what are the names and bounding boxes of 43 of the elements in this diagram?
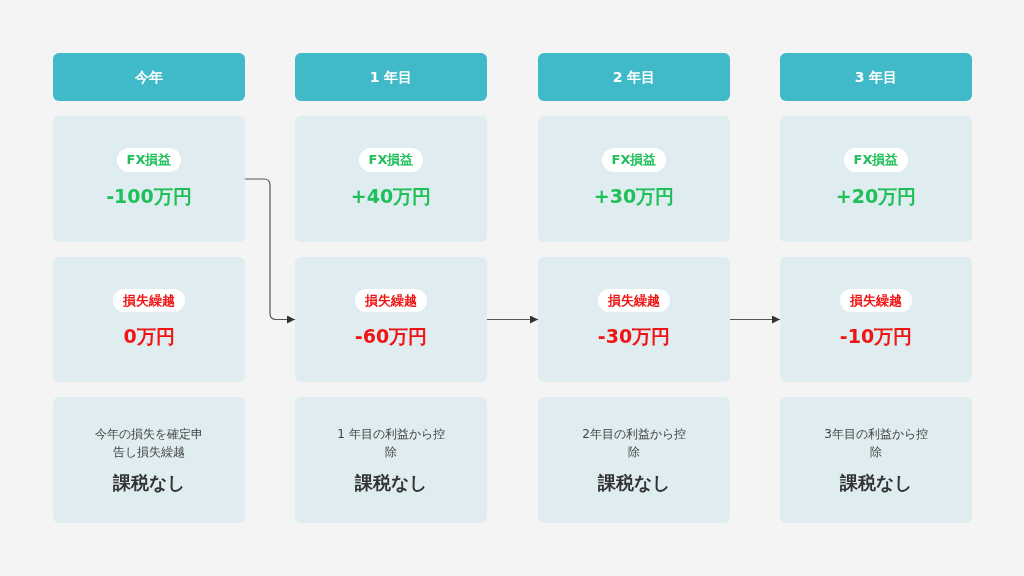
value-card [295,116,487,242]
year-header [295,53,487,101]
note-text: 1 年目の利益から控除 [336,425,446,461]
note-text: 3年目の利益から控除 [823,425,929,461]
tax-result-text: 課税なし [355,470,427,495]
amount-text: +30万円 [593,183,675,209]
category-pill: 損失繰越 [113,288,185,312]
header-text: 今年 [135,67,163,87]
year-header [780,53,972,101]
value-card [780,116,972,242]
amount-text: -100万円 [106,183,192,209]
header-text: 2 年目 [612,67,656,87]
tax-result-text: 課税なし [598,470,670,495]
category-pill: 損失繰越 [355,288,427,312]
category-pill: 損失繰越 [840,288,912,312]
value-card [538,116,730,242]
value-card [295,257,487,382]
tax-result-text: 課税なし [113,470,185,495]
amount-text: +40万円 [350,183,432,209]
note-text: 今年の損失を確定申告し損失繰越 [94,425,204,461]
category-pill: FX損益 [843,148,909,172]
amount-text: -30万円 [597,324,671,349]
year-header [53,53,245,101]
amount-text: +20万円 [835,183,917,209]
category-pill: 損失繰越 [598,288,670,312]
category-pill: FX損益 [601,148,667,172]
note-text: 2年目の利益から控除 [581,425,687,461]
year-header [538,53,730,101]
category-pill: FX損益 [358,148,424,172]
arrow [244,178,296,324]
value-card [538,257,730,382]
tax-result-text: 課税なし [840,470,912,495]
amount-text: 0万円 [123,324,175,349]
amount-text: -60万円 [354,324,428,349]
value-card [53,116,245,242]
category-pill: FX損益 [116,148,182,172]
value-card [780,257,972,382]
value-card [53,257,245,382]
amount-text: -10万円 [839,324,913,349]
header-text: 3 年目 [854,67,898,87]
arrow [486,315,539,324]
header-text: 1 年目 [369,67,413,87]
arrow [729,315,781,324]
